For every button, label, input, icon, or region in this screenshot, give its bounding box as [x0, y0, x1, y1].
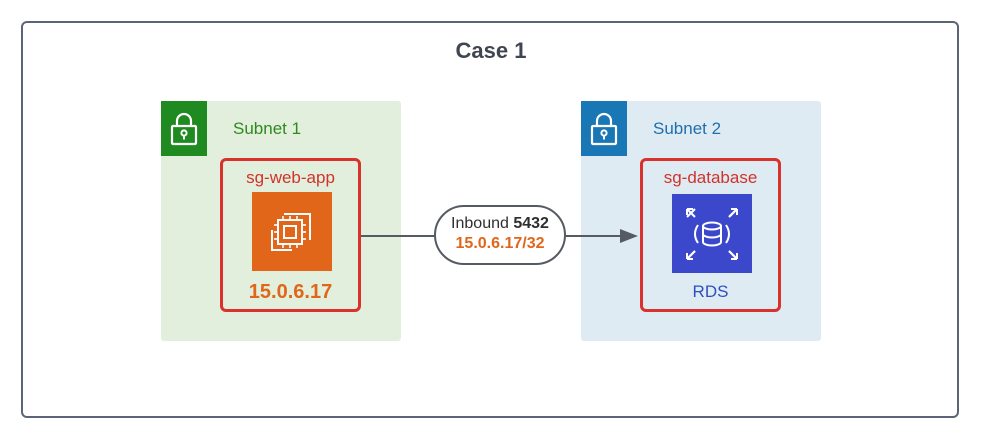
- case-frame: [21, 21, 959, 418]
- rule-direction: Inbound: [451, 215, 509, 232]
- lock-icon: [161, 101, 207, 156]
- subnet-2-label: Subnet 2: [653, 119, 722, 138]
- lock-icon: [581, 101, 627, 156]
- security-group-web-app: sg-web-app: [220, 158, 361, 312]
- inbound-rule-label: Inbound 5432 15.0.6.17/32: [434, 205, 566, 265]
- rds-database-icon: [672, 194, 752, 273]
- diagram-title: Case 1: [455, 38, 527, 63]
- security-group-label: sg-web-app: [246, 168, 335, 187]
- instance-ip-label: 15.0.6.17: [248, 281, 333, 303]
- rule-port: 5432: [513, 215, 549, 232]
- security-group-label: sg-database: [663, 168, 758, 187]
- ec2-instance-icon: [252, 192, 332, 271]
- rule-cidr: 15.0.6.17/32: [455, 235, 545, 252]
- subnet-2: Subnet 2 sg-database: [581, 101, 821, 341]
- subnet-1: Subnet 1 sg-web-app: [161, 101, 401, 341]
- subnet-1-label: Subnet 1: [233, 119, 302, 138]
- rds-label: RDS: [692, 282, 729, 301]
- rule-direction-port: Inbound 5432: [436, 215, 564, 233]
- security-group-database: sg-database: [640, 158, 781, 312]
